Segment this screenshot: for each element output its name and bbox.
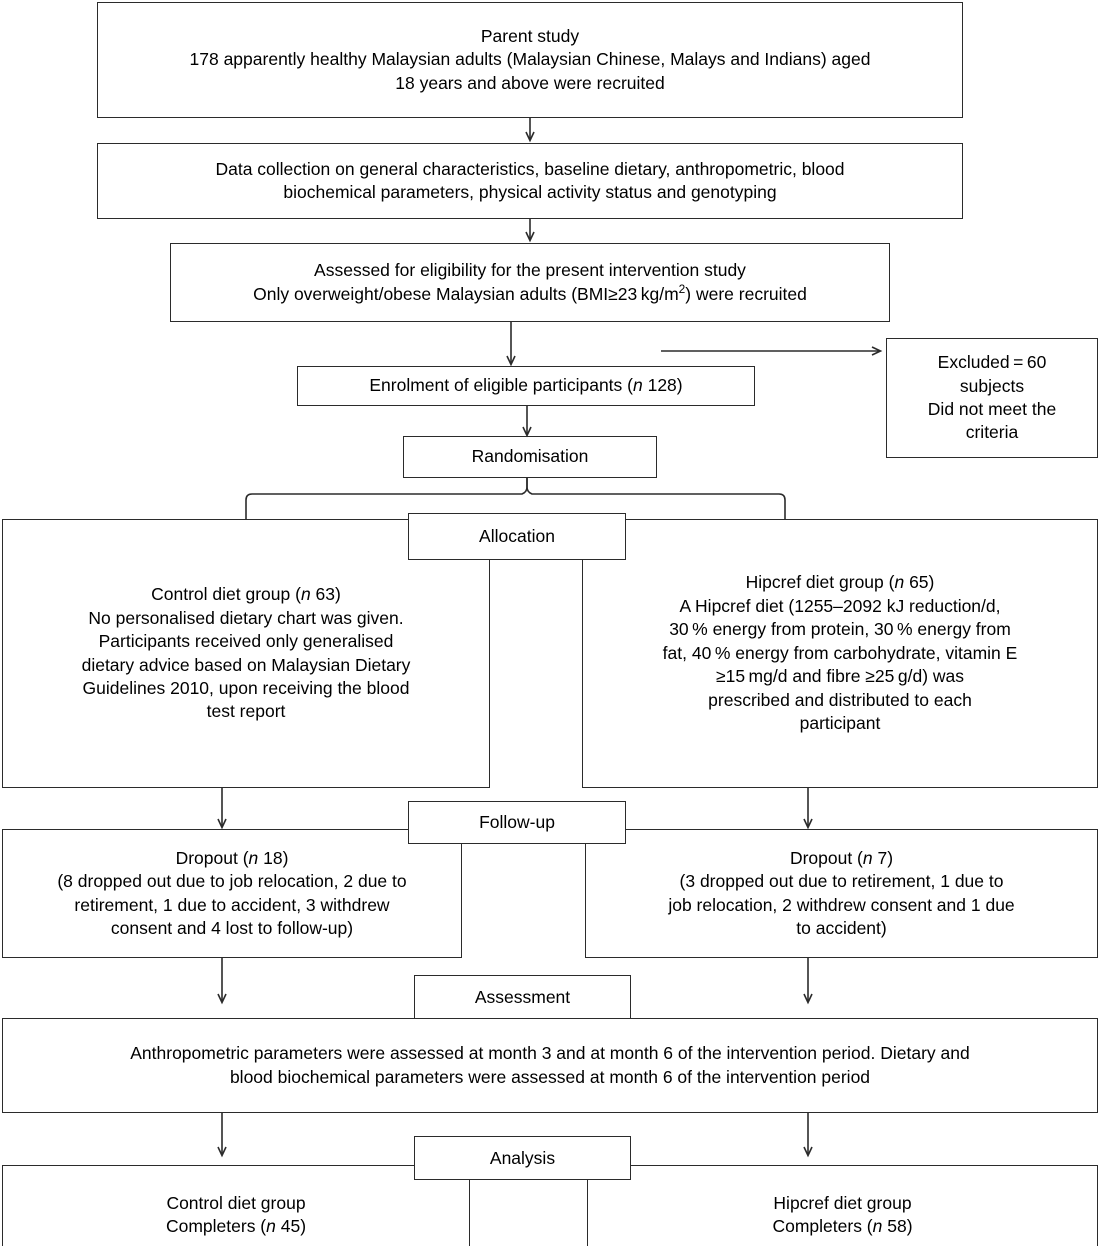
allocation-label-text: Allocation [479, 526, 555, 546]
excluded-line2: subjects [959, 375, 1025, 396]
completers-hipcref-line2: Completers (n 58) [772, 1216, 913, 1236]
analysis-stage-label: Analysis [414, 1136, 631, 1180]
hipcref-diet-group-box: Hipcref diet group (n 65) A Hipcref diet… [582, 519, 1098, 788]
hipcref-group-line5: ≥15 mg/d and fibre ≥25 g/d) was [715, 666, 965, 687]
parent-study-line3: 18 years and above were recruited [395, 72, 665, 93]
enrolment-box: Enrolment of eligible participants (n 12… [297, 366, 755, 406]
hipcref-group-line6: prescribed and distributed to each [708, 689, 972, 710]
dropout-hipcref-line3: job relocation, 2 withdrew consent and 1… [668, 894, 1015, 915]
completers-control-box: Control diet group Completers (n 45) [2, 1165, 470, 1246]
excluded-box: Excluded = 60 subjects Did not meet the … [886, 338, 1098, 458]
completers-control-line1: Control diet group [166, 1192, 306, 1213]
control-group-line6: test report [206, 701, 286, 722]
eligibility-box: Assessed for eligibility for the present… [170, 243, 890, 322]
followup-stage-label: Follow-up [408, 801, 626, 844]
assessment-label-text: Assessment [474, 986, 571, 1007]
parent-study-box: Parent study 178 apparently healthy Mala… [97, 2, 963, 118]
assessment-line2: blood biochemical parameters were assess… [229, 1066, 871, 1087]
excluded-line1: Excluded = 60 [937, 352, 1047, 373]
assessment-body-box: Anthropometric parameters were assessed … [2, 1018, 1098, 1113]
followup-label-text: Follow-up [479, 812, 555, 832]
control-group-line2: No personalised dietary chart was given. [88, 607, 404, 628]
dropout-hipcref-box: Dropout (n 7) (3 dropped out due to reti… [585, 829, 1098, 958]
assessment-stage-label: Assessment [414, 975, 631, 1019]
eligibility-line1: Assessed for eligibility for the present… [314, 260, 746, 281]
data-collection-line2: biochemical parameters, physical activit… [283, 182, 777, 202]
analysis-label-text: Analysis [489, 1147, 556, 1168]
hipcref-group-line2: A Hipcref diet (1255–2092 kJ reduction/d… [679, 595, 1001, 616]
hipcref-group-line3: 30 % energy from protein, 30 % energy fr… [669, 619, 1011, 640]
control-group-line3: Participants received only generalised [98, 631, 394, 652]
enrolment-n-symbol: n [632, 375, 643, 396]
allocation-stage-label: Allocation [408, 513, 626, 560]
excluded-line3: Did not meet the [927, 399, 1057, 419]
completers-hipcref-line1: Hipcref diet group [773, 1192, 912, 1213]
dropout-control-line4: consent and 4 lost to follow-up) [110, 917, 354, 938]
eligibility-line2: Only overweight/obese Malaysian adults (… [253, 281, 807, 304]
parent-study-line1: Parent study [480, 25, 580, 46]
dropout-hipcref-line1: Dropout (n 7) [789, 847, 894, 868]
randomisation-box: Randomisation [403, 436, 657, 478]
hipcref-group-line4: fat, 40 % energy from carbohydrate, vita… [662, 642, 1018, 663]
data-collection-box: Data collection on general characteristi… [97, 143, 963, 219]
dropout-control-line3: retirement, 1 due to accident, 3 withdre… [74, 894, 390, 915]
excluded-line4: criteria [965, 422, 1019, 443]
control-group-line1: Control diet group (n 63) [151, 584, 341, 605]
control-group-line5: Guidelines 2010, upon receiving the bloo… [82, 677, 410, 698]
hipcref-group-line7: participant [799, 713, 881, 734]
dropout-control-box: Dropout (n 18) (8 dropped out due to job… [2, 829, 462, 958]
dropout-control-line2: (8 dropped out due to job relocation, 2 … [57, 871, 407, 892]
hipcref-group-line1: Hipcref diet group (n 65) [745, 572, 935, 593]
assessment-line1: Anthropometric parameters were assessed … [130, 1043, 970, 1064]
enrolment-text-b: 128) [642, 375, 683, 396]
control-group-line4: dietary advice based on Malaysian Dietar… [81, 654, 411, 675]
data-collection-line1: Data collection on general characteristi… [215, 158, 845, 179]
enrolment-text-a: Enrolment of eligible participants ( [369, 375, 633, 396]
randomisation-label: Randomisation [471, 446, 589, 467]
completers-control-line2: Completers (n 45) [165, 1216, 307, 1236]
control-diet-group-box: Control diet group (n 63) No personalise… [2, 519, 490, 788]
dropout-hipcref-line4: to accident) [796, 917, 887, 938]
dropout-control-line1: Dropout (n 18) [175, 847, 289, 868]
parent-study-line2: 178 apparently healthy Malaysian adults … [189, 49, 871, 70]
completers-hipcref-box: Hipcref diet group Completers (n 58) [587, 1165, 1098, 1246]
dropout-hipcref-line2: (3 dropped out due to retirement, 1 due … [679, 871, 1004, 892]
